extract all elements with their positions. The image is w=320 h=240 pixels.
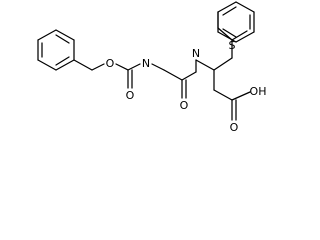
chemical-structure: O N O O N S OH O <box>37 1 267 134</box>
right-benzene-ring <box>217 1 255 43</box>
left-benzene-ring <box>37 29 75 71</box>
amide-carbonyl-oxygen-label: O <box>180 99 189 112</box>
carbamate-nitrogen-label: N <box>142 57 150 70</box>
amino-acid-backbone <box>195 30 251 121</box>
acid-hydroxyl-label: OH <box>250 85 267 98</box>
chemical-structure-canvas: O N O O N S OH O <box>37 1 267 134</box>
ester-oxygen-label: O <box>106 57 115 70</box>
amide-nitrogen-label: N <box>192 47 200 60</box>
sulfur-label: S <box>229 39 236 52</box>
acid-carbonyl-oxygen-label: O <box>230 121 239 134</box>
carbamate-chain <box>73 59 197 99</box>
carbamate-carbonyl-oxygen-label: O <box>126 89 135 102</box>
